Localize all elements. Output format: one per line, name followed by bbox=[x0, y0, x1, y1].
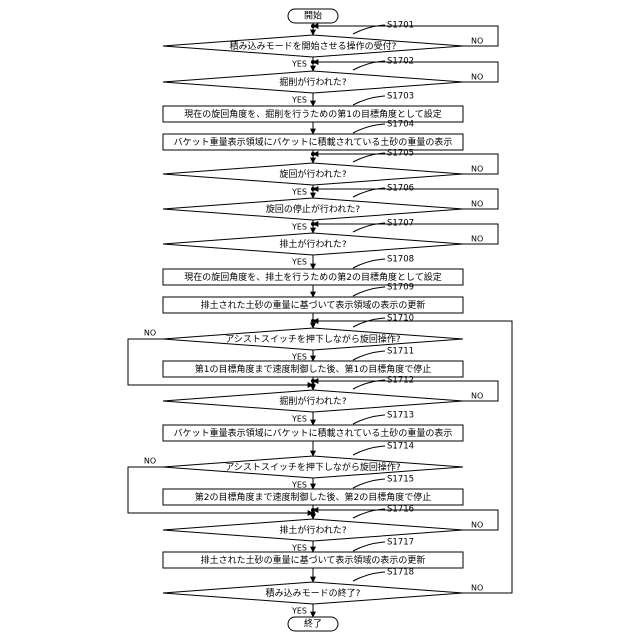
step-text-s1714: アシストスイッチを押下しながら旋回操作? bbox=[225, 461, 401, 473]
step-id-s1714: S1714 bbox=[387, 442, 414, 452]
step-text-s1718: 積み込みモードの終了? bbox=[266, 587, 361, 599]
no-label: NO bbox=[471, 235, 483, 244]
yes-label: YES bbox=[291, 188, 307, 197]
junction-dot bbox=[311, 222, 315, 226]
step-id-leader bbox=[353, 479, 385, 488]
step-id-leader bbox=[353, 415, 385, 424]
no-label: NO bbox=[471, 392, 483, 401]
junction-dot bbox=[311, 319, 315, 323]
step-id-leader bbox=[353, 287, 385, 296]
step-id-leader bbox=[353, 259, 385, 268]
step-id-leader bbox=[353, 96, 385, 105]
step-id-leader bbox=[353, 572, 385, 581]
step-id-s1711: S1711 bbox=[387, 347, 414, 357]
step-id-leader bbox=[353, 542, 385, 551]
end-label: 終了 bbox=[304, 618, 322, 630]
step-text-s1709: 排土された土砂の重量に基づいて表示領域の表示の更新 bbox=[201, 299, 426, 311]
junction-dot bbox=[311, 379, 315, 383]
junction-dot bbox=[311, 187, 315, 191]
yes-label: YES bbox=[291, 60, 307, 69]
step-id-leader bbox=[353, 318, 385, 327]
step-text-s1716: 排土が行われた? bbox=[279, 524, 347, 536]
no-label: NO bbox=[471, 73, 483, 82]
no-label: NO bbox=[471, 165, 483, 174]
yes-label: YES bbox=[291, 353, 307, 362]
step-text-s1711: 第1の目標角度まで速度制御した後、第1の目標角度で停止 bbox=[195, 363, 431, 375]
step-text-s1701: 積み込みモードを開始させる操作の受付? bbox=[230, 40, 397, 52]
yes-label: YES bbox=[291, 96, 307, 105]
yes-label: YES bbox=[291, 607, 307, 616]
step-id-s1715: S1715 bbox=[387, 475, 414, 485]
step-id-s1701: S1701 bbox=[387, 21, 414, 31]
yes-label: YES bbox=[291, 258, 307, 267]
step-text-s1713: バケット重量表示領域にバケットに積載されている土砂の重量の表示 bbox=[174, 427, 453, 439]
step-id-s1709: S1709 bbox=[387, 283, 414, 293]
step-text-s1704: バケット重量表示領域にバケットに積載されている土砂の重量の表示 bbox=[174, 136, 453, 148]
junction-dot bbox=[311, 511, 315, 515]
junction-dot bbox=[311, 383, 315, 387]
step-id-s1703: S1703 bbox=[387, 92, 414, 102]
flow-nodes: 開始終了 積み込みモードを開始させる操作の受付? S1701YES 掘削が行われた? S… bbox=[144, 9, 483, 631]
step-text-s1705: 旋回が行われた? bbox=[279, 168, 347, 180]
no-label: NO bbox=[144, 329, 156, 338]
step-text-s1707: 排土が行われた? bbox=[279, 238, 347, 250]
yes-label: YES bbox=[291, 481, 307, 490]
junction-dot bbox=[311, 60, 315, 64]
yes-label: YES bbox=[291, 223, 307, 232]
step-id-s1707: S1707 bbox=[387, 219, 414, 229]
step-id-s1702: S1702 bbox=[387, 57, 414, 67]
step-id-s1712: S1712 bbox=[387, 376, 414, 386]
step-id-s1708: S1708 bbox=[387, 255, 414, 265]
step-id-leader bbox=[353, 124, 385, 133]
step-text-s1712: 掘削が行われた? bbox=[279, 395, 347, 407]
step-text-s1708: 現在の旋回角度を、排土を行うための第2の目標角度として設定 bbox=[184, 271, 441, 283]
step-text-s1702: 掘削が行われた? bbox=[279, 76, 347, 88]
no-label: NO bbox=[471, 37, 483, 46]
step-id-leader bbox=[353, 351, 385, 360]
no-label: NO bbox=[471, 200, 483, 209]
yes-label: YES bbox=[291, 544, 307, 553]
step-text-s1715: 第2の目標角度まで速度制御した後、第2の目標角度で停止 bbox=[195, 491, 431, 503]
junction-dot bbox=[311, 152, 315, 156]
step-id-s1713: S1713 bbox=[387, 411, 414, 421]
step-text-s1717: 排土された土砂の重量に基づいて表示領域の表示の更新 bbox=[201, 554, 426, 566]
step-id-s1704: S1704 bbox=[387, 120, 414, 130]
step-text-s1703: 現在の旋回角度を、掘削を行うための第1の目標角度として設定 bbox=[184, 108, 441, 120]
step-id-s1718: S1718 bbox=[387, 568, 414, 578]
yes-label: YES bbox=[291, 415, 307, 424]
no-label: NO bbox=[471, 584, 483, 593]
step-text-s1710: アシストスイッチを押下しながら旋回操作? bbox=[225, 333, 401, 345]
step-id-leader bbox=[353, 446, 385, 455]
step-id-s1705: S1705 bbox=[387, 149, 414, 159]
no-label: NO bbox=[471, 521, 483, 530]
start-label: 開始 bbox=[304, 10, 322, 22]
no-label: NO bbox=[144, 457, 156, 466]
step-id-s1710: S1710 bbox=[387, 314, 414, 324]
step-id-s1717: S1717 bbox=[387, 538, 414, 548]
step-id-s1716: S1716 bbox=[387, 505, 414, 515]
step-id-s1706: S1706 bbox=[387, 184, 414, 194]
junction-dot bbox=[311, 24, 315, 28]
step-text-s1706: 旋回の停止が行われた? bbox=[266, 203, 361, 215]
